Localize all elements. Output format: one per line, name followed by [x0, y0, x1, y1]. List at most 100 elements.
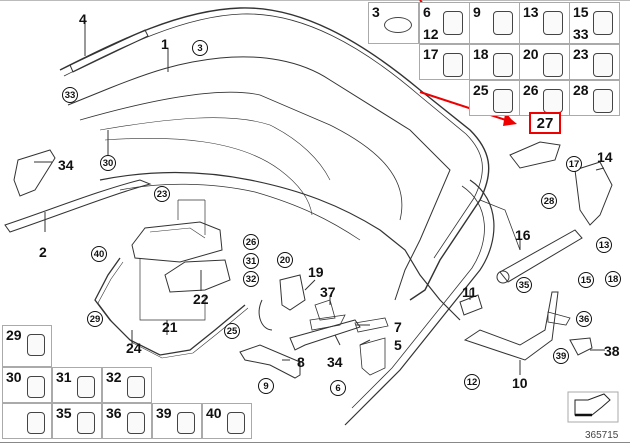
callout-5[interactable]: 5 [394, 337, 402, 353]
grid-cell-cable-clip[interactable]: 40 [202, 403, 252, 439]
grid-cell-clip-nut[interactable]: 18 [469, 44, 520, 80]
callout-24[interactable]: 24 [126, 340, 142, 356]
callout-circle-6[interactable]: 6 [330, 380, 346, 396]
grid-cell-screw[interactable]: 31 [52, 367, 102, 403]
callout-22[interactable]: 22 [193, 291, 209, 307]
callout-16[interactable]: 16 [515, 227, 531, 243]
grid-cell-washer[interactable]: 3 [368, 2, 419, 44]
grid-cell-bolt[interactable]: 20 [519, 44, 570, 80]
clip-nut-icon [543, 11, 563, 35]
callout-circle-9[interactable]: 9 [258, 378, 274, 394]
grid-cell-grommet[interactable]: 32 [102, 367, 152, 403]
grid-cell-number: 32 [106, 369, 122, 385]
grid-cell-number: 39 [156, 405, 172, 421]
callout-circle-40[interactable]: 40 [91, 246, 107, 262]
grid-cell-number-secondary: 33 [573, 26, 589, 42]
callout-circle-33[interactable]: 33 [62, 87, 78, 103]
callout-circle-23[interactable]: 23 [154, 186, 170, 202]
bolt-icon [443, 53, 463, 77]
rail-4 [69, 29, 149, 73]
bottom-border [0, 442, 630, 443]
callout-4[interactable]: 4 [79, 11, 87, 27]
callout-37[interactable]: 37 [320, 284, 336, 300]
highlighted-part-27[interactable]: 27 [529, 112, 561, 134]
callout-21[interactable]: 21 [162, 319, 178, 335]
grommet-icon [127, 376, 145, 398]
grid-cell-number: 29 [6, 327, 22, 343]
callout-2[interactable]: 2 [39, 244, 47, 260]
grid-cell-rubber-buffer[interactable]: 26 [519, 80, 570, 116]
top-cover-frame [59, 7, 490, 301]
grid-cell-number: 36 [106, 405, 122, 421]
clip-nut-icon [493, 53, 513, 77]
hex-bolt-icon [593, 53, 613, 77]
pointer-arrowhead [503, 114, 517, 126]
motor [164, 259, 231, 293]
callout-34b[interactable]: 34 [327, 354, 343, 370]
callout-circle-39[interactable]: 39 [553, 348, 569, 364]
bolt-icon [543, 53, 563, 77]
grid-cell-number: 6 [423, 4, 431, 20]
callout-circle-32[interactable]: 32 [243, 271, 259, 287]
callout-10[interactable]: 10 [512, 375, 528, 391]
callout-circle-36[interactable]: 36 [576, 311, 592, 327]
callout-circle-17[interactable]: 17 [566, 156, 582, 172]
grid-cell-number-secondary: 12 [423, 26, 439, 42]
grid-cell-screw[interactable]: 9 [469, 2, 520, 44]
rail-2 [4, 179, 152, 233]
callout-38[interactable]: 38 [604, 343, 620, 359]
grommet-plug-icon [27, 376, 45, 398]
grid-cell-clip[interactable]: 29 [2, 325, 52, 367]
grid-cell-number: 23 [573, 46, 589, 62]
self-tapping-screw-icon [177, 412, 195, 434]
callout-circle-13[interactable]: 13 [596, 237, 612, 253]
grid-cell-number: 28 [573, 82, 589, 98]
diagram-code: 365715 [585, 430, 619, 441]
washer-icon [384, 17, 412, 33]
callout-34[interactable]: 34 [58, 157, 74, 173]
callout-11[interactable]: 11 [462, 284, 477, 300]
callout-circle-30[interactable]: 30 [100, 155, 116, 171]
hex-bolt-icon [593, 89, 613, 113]
grid-cell-number: 30 [6, 369, 22, 385]
callout-14[interactable]: 14 [597, 149, 613, 165]
grid-cell-number: 40 [206, 405, 222, 421]
grid-cell-hex-bolt[interactable]: 23 [569, 44, 620, 80]
callout-7[interactable]: 7 [394, 319, 402, 335]
clip-icon [27, 334, 45, 356]
callout-1[interactable]: 1 [161, 36, 169, 52]
grid-cell-grommet-plug[interactable]: 30 [2, 367, 52, 403]
callout-circle-12[interactable]: 12 [464, 374, 480, 390]
grid-cell-number: 31 [56, 369, 72, 385]
grid-cell-hex-bolt[interactable]: 28 [569, 80, 620, 116]
callout-circle-15[interactable]: 15 [578, 272, 594, 288]
grid-cell-number: 18 [473, 46, 489, 62]
grid-cell-number: 3 [372, 4, 380, 20]
callout-circle-28[interactable]: 28 [541, 193, 557, 209]
grid-cell-clip-nut[interactable]: 13 [519, 2, 570, 44]
callout-circle-20[interactable]: 20 [277, 252, 293, 268]
callout-19[interactable]: 19 [308, 264, 324, 280]
grid-cell-number: 9 [473, 4, 481, 20]
grid-cell-nut[interactable] [2, 403, 52, 439]
callout-circle-18[interactable]: 18 [605, 271, 621, 287]
callout-circle-26[interactable]: 26 [243, 234, 259, 250]
screw-icon [493, 11, 513, 35]
callout-circle-31[interactable]: 31 [243, 253, 259, 269]
callout-8[interactable]: 8 [297, 354, 305, 370]
callout-circle-25[interactable]: 25 [224, 323, 240, 339]
grid-cell-bolt[interactable]: 17 [419, 44, 470, 80]
flange-nut-icon [593, 11, 613, 35]
grid-cell-number: 25 [473, 82, 489, 98]
grid-cell-self-tapping-screw[interactable]: 39 [152, 403, 202, 439]
callout-circle-3[interactable]: 3 [192, 40, 208, 56]
grid-cell-spring-clip[interactable]: 36 [102, 403, 152, 439]
callout-circle-29[interactable]: 29 [87, 311, 103, 327]
grid-cell-number: 15 [573, 4, 589, 20]
callout-circle-35[interactable]: 35 [516, 277, 532, 293]
grid-cell-expanding-rivet[interactable]: 25 [469, 80, 520, 116]
grid-cell-cable-tie[interactable]: 35 [52, 403, 102, 439]
